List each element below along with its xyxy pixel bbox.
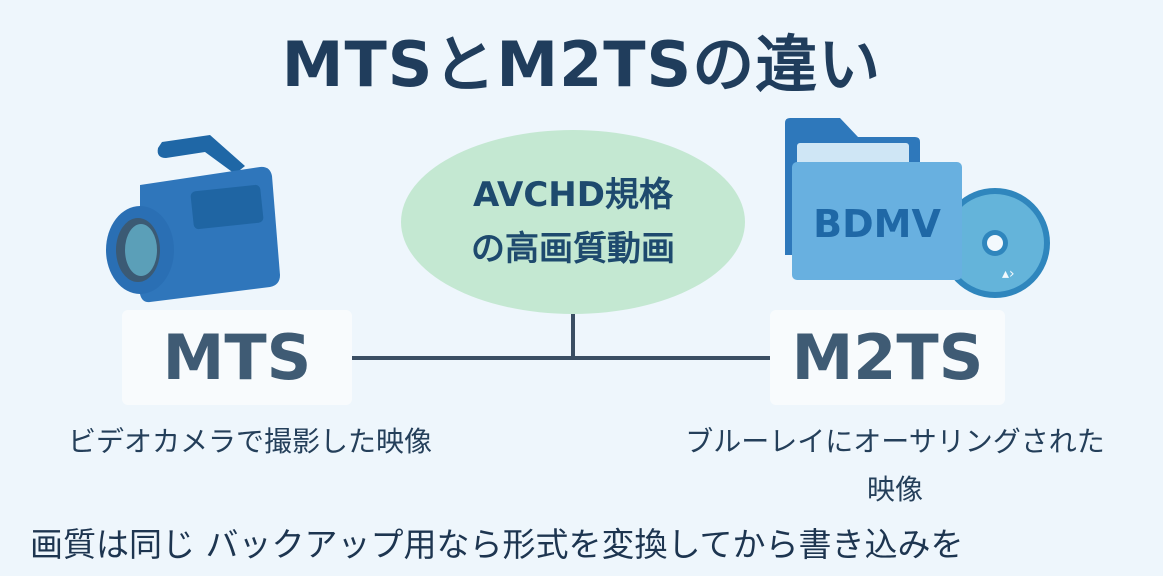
avchd-line2: の高画質動画 <box>471 229 675 269</box>
folder-label: BDMV <box>813 202 941 246</box>
avchd-label: AVCHD規格 の高画質動画 <box>401 168 745 276</box>
m2ts-label: M2TS <box>770 310 1005 405</box>
m2ts-caption-line1: ブルーレイにオーサリングされた <box>685 425 1105 458</box>
connector-horizontal <box>352 356 780 360</box>
footer-note: 画質は同じ バックアップ用なら形式を変換してから書き込みを <box>30 525 964 564</box>
m2ts-caption-line2: 映像 <box>866 473 923 506</box>
mts-caption: ビデオカメラで撮影した映像 <box>67 425 432 458</box>
svg-text:▴›: ▴› <box>1002 266 1015 282</box>
avchd-ellipse <box>401 130 745 314</box>
video-camera-icon <box>106 135 280 303</box>
mts-label: MTS <box>122 310 352 405</box>
connector-vertical <box>571 314 575 358</box>
avchd-line1: AVCHD規格 <box>473 175 673 215</box>
folder-disc-icon: BDMV ▴› <box>785 118 1050 298</box>
page-title: MTSとM2TSの違い <box>281 28 882 101</box>
m2ts-caption: ブルーレイにオーサリングされた 映像 <box>650 418 1140 514</box>
